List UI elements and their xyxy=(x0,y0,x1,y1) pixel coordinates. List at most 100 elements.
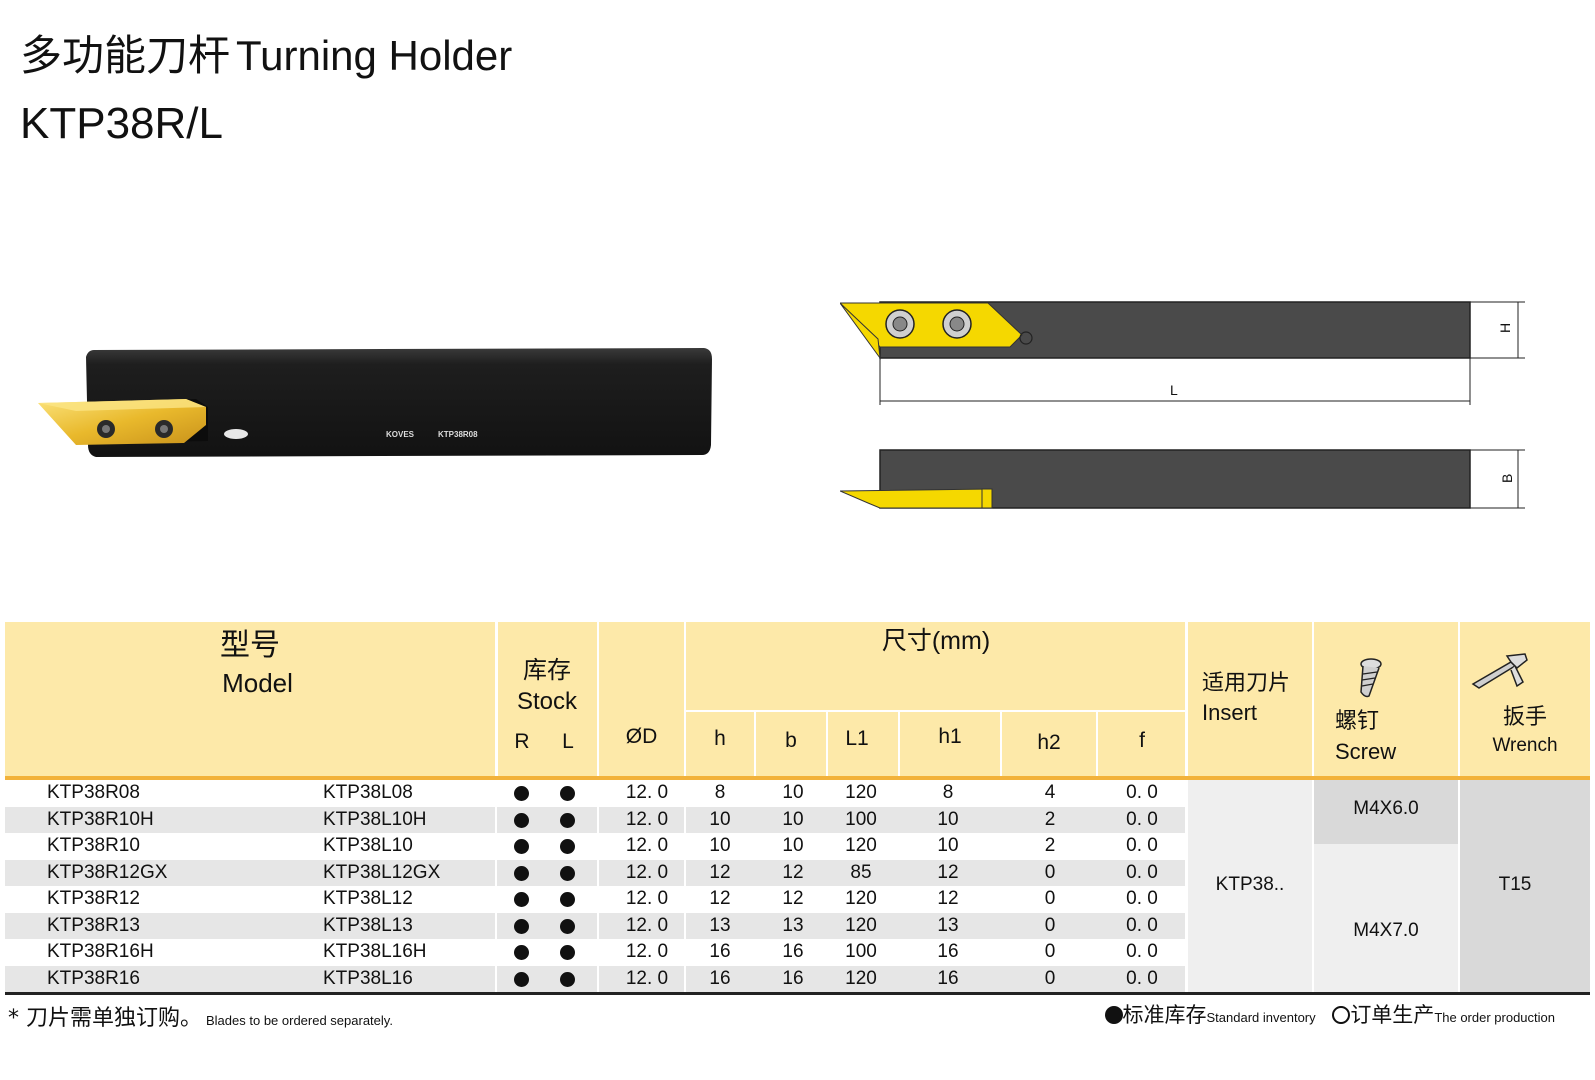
cell-h1: 16 xyxy=(937,967,959,989)
header-insert-en: Insert xyxy=(1202,700,1258,725)
cell-h2: 0 xyxy=(1044,967,1056,989)
cell-l: KTP38L10 xyxy=(323,835,413,856)
header-d: ØD xyxy=(625,725,658,748)
stock-dot-icon xyxy=(1104,1006,1123,1024)
title-en: Turning Holder xyxy=(236,32,513,79)
note-en: Blades to be ordered separately. xyxy=(206,1013,393,1028)
cell-h2: 4 xyxy=(1044,782,1056,803)
legend-order-cn: 订单生产 xyxy=(1350,1003,1435,1027)
brand-engraving: KOVES xyxy=(386,430,415,439)
header-wrench-en: Wrench xyxy=(1492,735,1558,756)
model-engraving: KTP38R08 xyxy=(438,430,478,439)
cell-l: KTP38L13 xyxy=(323,914,413,936)
stock-r-dot-icon xyxy=(514,839,529,854)
insert-value: KTP38.. xyxy=(1215,874,1285,895)
order-ring-icon xyxy=(1332,1006,1351,1024)
cell-d: 12. 0 xyxy=(625,808,669,830)
cell-b: 12 xyxy=(782,861,804,883)
stock-r-dot-icon xyxy=(514,945,529,960)
header-model-cn: 型号 xyxy=(220,629,280,662)
screw-icon xyxy=(1360,658,1382,698)
cell-r: KTP38R10 xyxy=(47,835,140,856)
cell-l1: 120 xyxy=(845,782,877,803)
header-divider xyxy=(5,776,1590,780)
spec-table: 型号 Model 库存 Stock R L ØD 尺寸(mm) h b L1 h… xyxy=(5,622,1590,995)
cell-r: KTP38R13 xyxy=(47,914,140,936)
header-stock-l: L xyxy=(562,730,574,753)
cell-h: 16 xyxy=(709,967,731,989)
cell-f: 0. 0 xyxy=(1126,967,1158,989)
header-insert-cn: 适用刀片 xyxy=(1202,670,1291,695)
cell-d: 12. 0 xyxy=(625,782,669,803)
cell-f: 0. 0 xyxy=(1126,888,1158,909)
cell-h: 13 xyxy=(709,914,731,936)
cell-f: 0. 0 xyxy=(1126,782,1158,803)
cell-r: KTP38R10H xyxy=(47,808,154,830)
stock-r-dot-icon xyxy=(514,918,529,934)
cell-h: 12 xyxy=(709,861,731,883)
table-header: 型号 Model 库存 Stock R L ØD 尺寸(mm) h b L1 h… xyxy=(5,622,1590,776)
cell-l: KTP38L10H xyxy=(323,808,427,830)
header-screw-en: Screw xyxy=(1335,739,1397,764)
header-l1: L1 xyxy=(845,727,869,750)
cell-h1: 10 xyxy=(937,835,959,856)
cell-d: 12. 0 xyxy=(625,914,669,936)
dim-b-label: B xyxy=(1499,474,1515,483)
legend-order-en: The order production xyxy=(1434,1010,1555,1025)
stock-l-dot-icon xyxy=(560,918,575,934)
cell-f: 0. 0 xyxy=(1126,914,1158,936)
cell-f: 0. 0 xyxy=(1126,835,1158,856)
header-f: f xyxy=(1139,729,1145,752)
cell-d: 12. 0 xyxy=(625,941,669,962)
wrench-value: T15 xyxy=(1498,874,1532,895)
screw-value-a: M4X6.0 xyxy=(1353,798,1419,819)
stock-l-dot-icon xyxy=(560,865,575,881)
cell-l1: 120 xyxy=(845,914,877,936)
stock-r-dot-icon xyxy=(514,971,529,987)
cell-f: 0. 0 xyxy=(1126,941,1158,962)
stock-r-dot-icon xyxy=(514,892,529,907)
cell-f: 0. 0 xyxy=(1126,861,1158,883)
cell-l: KTP38L08 xyxy=(323,782,413,803)
screw-cell-a: M4X6.0 xyxy=(1314,780,1458,844)
header-h1: h1 xyxy=(938,725,962,748)
note-cn: * 刀片需单独订购。 xyxy=(8,1006,202,1031)
cell-r: KTP38R12 xyxy=(47,888,140,909)
cell-h2: 0 xyxy=(1044,888,1056,909)
cell-h1: 12 xyxy=(937,888,959,909)
cell-h2: 0 xyxy=(1044,941,1056,962)
stock-l-dot-icon xyxy=(560,945,575,960)
legend-stock-cn: 标准库存 xyxy=(1122,1003,1207,1027)
cell-b: 16 xyxy=(782,967,804,989)
title-cn: 多功能刀杆 xyxy=(20,31,231,80)
product-photo: KOVES KTP38R08 xyxy=(38,348,712,457)
cell-b: 12 xyxy=(782,888,804,909)
table-bottom-line xyxy=(5,992,1590,995)
cell-l1: 120 xyxy=(845,835,877,856)
cell-h1: 16 xyxy=(937,941,959,962)
header-b: b xyxy=(785,729,797,752)
wrench-cell: T15 xyxy=(1460,780,1590,992)
header-dims: 尺寸(mm) xyxy=(881,627,991,655)
cell-h1: 12 xyxy=(937,861,959,883)
cell-l1: 100 xyxy=(845,808,877,830)
legend-stock-en: Standard inventory xyxy=(1206,1010,1316,1025)
cell-b: 10 xyxy=(782,782,804,803)
screw-value-b: M4X7.0 xyxy=(1353,920,1419,941)
cell-l: KTP38L12 xyxy=(323,888,413,909)
dim-h-label: H xyxy=(1497,323,1513,333)
header-model-en: Model xyxy=(222,668,293,698)
cell-h1: 10 xyxy=(937,808,959,830)
cell-b: 10 xyxy=(782,808,804,830)
stock-l-dot-icon xyxy=(560,971,575,987)
cell-l1: 85 xyxy=(850,861,872,883)
cell-h1: 8 xyxy=(942,782,954,803)
cell-r: KTP38R16H xyxy=(47,941,154,962)
